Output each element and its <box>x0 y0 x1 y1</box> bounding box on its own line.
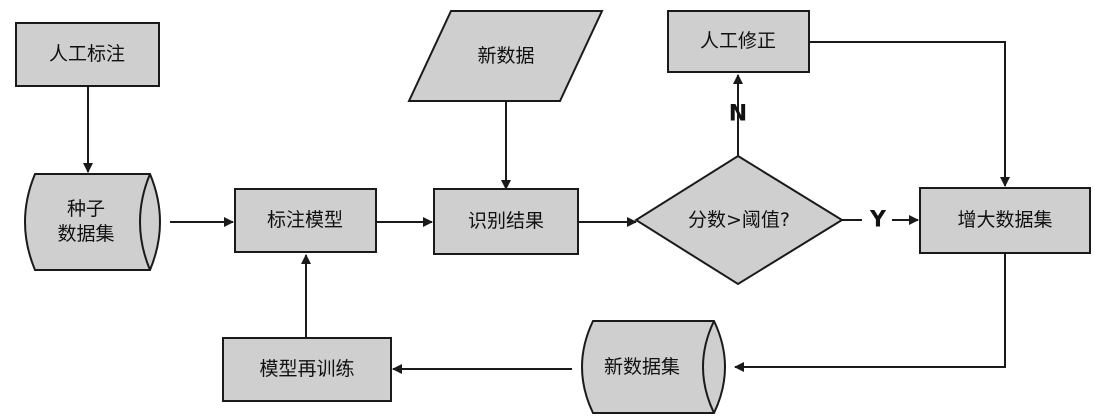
node-new-data: 新数据 <box>407 10 604 102</box>
node-model-retrain-text: 模型再训练 <box>259 358 354 380</box>
edges <box>83 41 1010 374</box>
node-new-dataset: 新数据集 <box>581 320 726 414</box>
node-label-model-text: 标注模型 <box>267 209 343 231</box>
edge-manual-correction-to-augmented-dataset <box>810 41 1010 187</box>
node-label-model: 标注模型 <box>234 188 377 253</box>
node-seed-dataset-text-line2: 数据集 <box>57 223 114 245</box>
node-manual-label: 人工标注 <box>15 22 160 87</box>
node-seed-dataset: 种子 数据集 <box>24 173 161 271</box>
node-recognition-result-text: 识别结果 <box>468 210 544 232</box>
node-augmented-dataset: 增大数据集 <box>919 187 1091 254</box>
node-new-data-text: 新数据 <box>477 45 534 67</box>
node-seed-dataset-text-line1: 种子 <box>67 198 105 220</box>
node-augmented-dataset-text: 增大数据集 <box>957 209 1052 231</box>
node-score-threshold-decision: 分数>阈值? <box>634 154 844 286</box>
node-new-dataset-text: 新数据集 <box>604 356 680 378</box>
no-branch-label: N <box>729 102 747 127</box>
edge-augmented-dataset-to-new-dataset <box>734 253 1006 372</box>
node-manual-correction: 人工修正 <box>667 10 810 73</box>
node-manual-label-text: 人工标注 <box>49 43 125 65</box>
node-recognition-result: 识别结果 <box>433 188 579 255</box>
node-manual-correction-text: 人工修正 <box>700 30 776 52</box>
yes-branch-label: Y <box>869 208 887 233</box>
node-score-threshold-text: 分数>阈值? <box>688 209 790 231</box>
node-model-retrain: 模型再训练 <box>222 337 392 402</box>
